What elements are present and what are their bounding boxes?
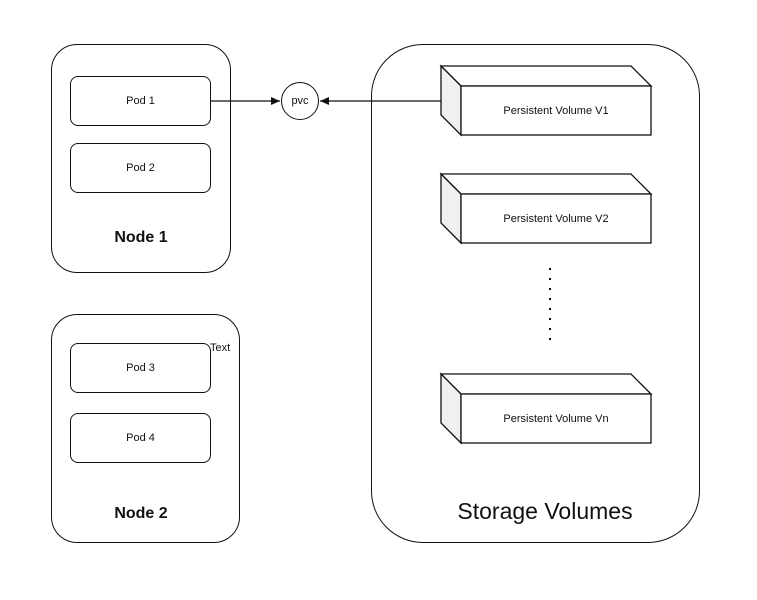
pod-3: Pod 3 [70, 343, 211, 393]
persistent-volume-v2-shape [439, 172, 653, 245]
pod-4: Pod 4 [70, 413, 211, 463]
persistent-volume-vn-shape [439, 372, 653, 445]
pvc-node: pvc [281, 82, 319, 120]
pod-2: Pod 2 [70, 143, 211, 193]
persistent-volume-vn-label: Persistent Volume Vn [503, 412, 609, 425]
persistent-volume-v1-shape [439, 64, 653, 137]
node-2-label: Node 2 [114, 505, 168, 522]
persistent-volume-v1-label: Persistent Volume V1 [503, 104, 609, 117]
pod-1: Pod 1 [70, 76, 211, 126]
storage-volumes-label: Storage Volumes [457, 498, 633, 524]
free-text-label: Text [210, 342, 231, 354]
persistent-volume-v2-label: Persistent Volume V2 [503, 212, 609, 225]
node-1-label: Node 1 [114, 229, 168, 246]
